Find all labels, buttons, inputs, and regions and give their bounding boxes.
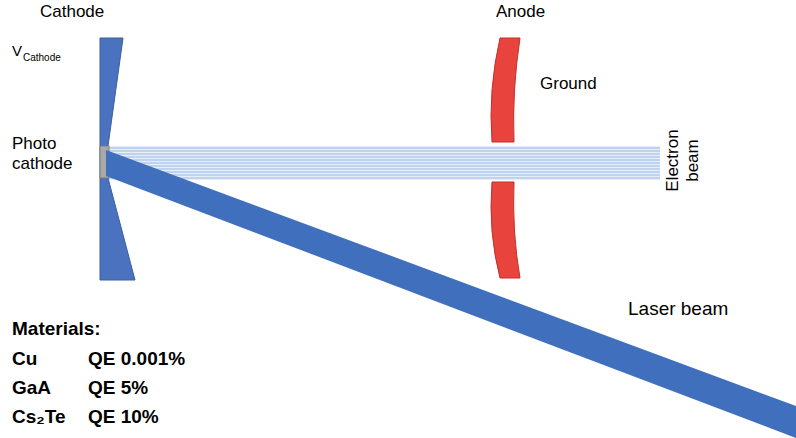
electron-beam — [108, 146, 660, 180]
part-label: Cathode — [40, 2, 104, 22]
anode-lower — [491, 182, 520, 278]
beam-label: Laser beam — [628, 298, 728, 320]
table-cell: QE 5% — [88, 377, 148, 399]
part-label: Photo cathode — [12, 134, 92, 173]
voltage-subscript: Cathode — [23, 52, 61, 64]
table-cell: GaA — [12, 377, 51, 399]
table-cell: QE 0.001% — [88, 348, 185, 370]
table-cell: QE 10% — [88, 406, 159, 428]
anode-upper — [491, 38, 520, 142]
table-heading: Materials: — [12, 318, 101, 340]
part-label: Anode — [496, 2, 545, 22]
beam-label: Electron beam — [663, 122, 702, 200]
laser-beam — [106, 150, 796, 438]
table-cell: Cs₂Te — [12, 406, 66, 428]
potential-label: Ground — [540, 74, 597, 94]
voltage-symbol: V — [12, 42, 22, 59]
table-cell: Cu — [12, 348, 37, 370]
